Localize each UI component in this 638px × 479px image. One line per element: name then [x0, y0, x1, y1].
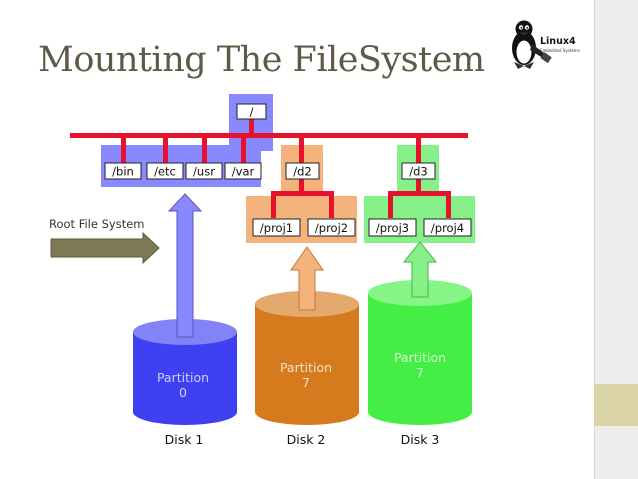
proj2-drop [329, 191, 334, 218]
dir-etc: /etc [146, 162, 184, 180]
side-strip-bottom [594, 426, 638, 479]
partition-1-label: Partition [157, 370, 209, 385]
disk-3-body [368, 293, 472, 412]
disk-3-cylinder [368, 280, 472, 425]
dir-bin: /bin [104, 162, 142, 180]
dir-proj3-label: /proj3 [376, 221, 409, 235]
bin-drop [121, 133, 126, 169]
linux4-logo: Linux4 Embedded Systems [512, 20, 580, 69]
dir-d2-label: /d2 [293, 165, 312, 179]
tux-penguin-icon [512, 20, 552, 69]
disk-1-label: Disk 1 [165, 432, 204, 447]
disk-1-mount-arrow [167, 193, 203, 338]
dir-usr-label: /usr [193, 165, 215, 179]
dir-var-label: /var [232, 165, 255, 179]
dir-d2: /d2 [285, 162, 320, 180]
disk-3-label: Disk 3 [401, 432, 440, 447]
partition-2-label: Partition [280, 360, 332, 375]
d2-branch [271, 191, 334, 196]
disk-1-body [133, 332, 237, 412]
connection-lines [70, 118, 468, 218]
etc-drop [163, 133, 168, 169]
d3-stem [416, 178, 421, 193]
dir-proj4: /proj4 [423, 218, 472, 237]
disk-1-bottom [133, 399, 237, 425]
disk-3: Partition 7 Disk 3 [368, 241, 472, 447]
disk-2-bottom [255, 399, 359, 425]
dir-proj1: /proj1 [252, 218, 301, 237]
d3-branch [388, 191, 451, 196]
dir-usr: /usr [185, 162, 223, 180]
root-drop [249, 118, 254, 137]
disk-2: Partition 7 Disk 2 [255, 246, 359, 447]
disk-2-mount-arrow [290, 246, 324, 311]
partition-1-number: 0 [179, 385, 187, 400]
dir-proj3: /proj3 [368, 218, 417, 237]
logo-brand-subtext: Embedded Systems [540, 48, 580, 53]
dir-bin-label: /bin [112, 165, 134, 179]
slide-title: Mounting The FileSystem [38, 40, 485, 80]
side-strip-accent [594, 384, 638, 426]
proj3-drop [388, 191, 393, 218]
partition-3-label: Partition [394, 350, 446, 365]
dir-var: /var [224, 162, 262, 180]
dir-etc-label: /etc [154, 165, 176, 179]
d3-drop [416, 133, 421, 169]
dir-d3: /d3 [401, 162, 436, 180]
root-fs-label: Root File System [49, 217, 145, 231]
var-drop [241, 133, 246, 169]
logo-brand-text: Linux4 [540, 36, 576, 47]
dir-root: / [236, 103, 267, 120]
proj1-drop [271, 191, 276, 218]
main-bus [70, 133, 468, 138]
disk-1: Partition 0 Disk 1 [133, 193, 237, 447]
disk-2-cylinder [255, 291, 359, 425]
dir-root-label: / [250, 105, 254, 119]
partition-3-number: 7 [416, 365, 424, 380]
root-fs-arrow [50, 231, 160, 265]
d2-stem [299, 178, 304, 193]
side-strip-top [594, 0, 638, 384]
dir-d3-label: /d3 [409, 165, 428, 179]
dir-proj2: /proj2 [307, 218, 356, 237]
dir-proj2-label: /proj2 [315, 221, 348, 235]
disk-2-label: Disk 2 [287, 432, 326, 447]
dir-proj1-label: /proj1 [260, 221, 293, 235]
usr-drop [202, 133, 207, 169]
proj4-drop [446, 191, 451, 218]
disk-1-cylinder [133, 319, 237, 425]
disk-2-body [255, 304, 359, 412]
dir-proj4-label: /proj4 [431, 221, 464, 235]
disk-3-mount-arrow [402, 241, 438, 298]
partition-2-number: 7 [302, 375, 310, 390]
d2-drop [299, 133, 304, 169]
disk-3-bottom [368, 399, 472, 425]
